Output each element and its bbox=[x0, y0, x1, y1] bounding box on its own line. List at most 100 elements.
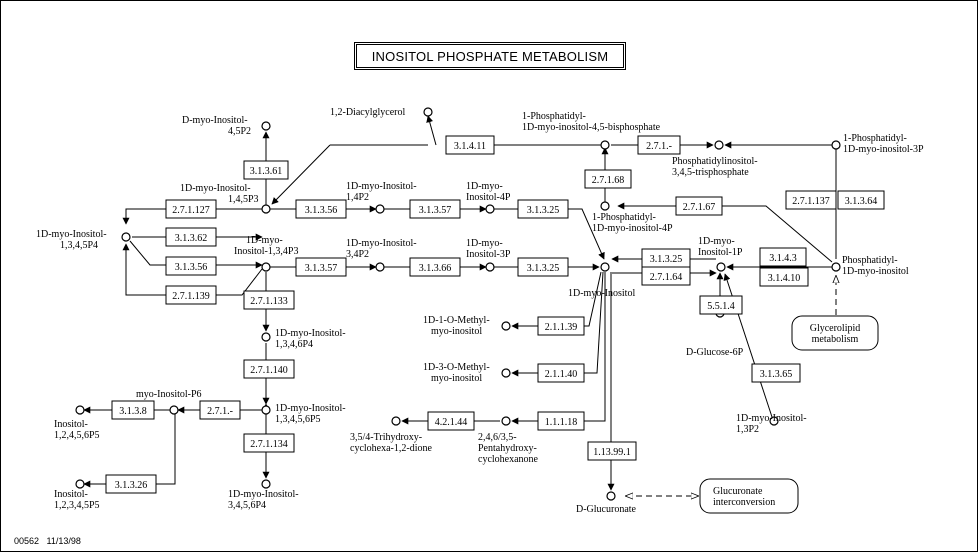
compound-circle[interactable] bbox=[600, 262, 610, 272]
compound-label-ins1p: 1D-myo-Inositol-1P bbox=[698, 236, 743, 258]
enzyme-box-3-1-3-25-a[interactable] bbox=[517, 199, 569, 219]
compound-circle[interactable] bbox=[261, 262, 271, 272]
compound-circle[interactable] bbox=[501, 368, 511, 378]
diagram-title: INOSITOL PHOSPHATE METABOLISM bbox=[354, 42, 626, 70]
compound-label-diacylglycerol: 1,2-Diacylglycerol bbox=[330, 107, 405, 118]
enzyme-box-3-1-4-3[interactable] bbox=[759, 247, 807, 267]
compound-label-pentahydroxy: 2,4,6/3,5-Pentahydroxy-cyclohexanone bbox=[478, 432, 539, 465]
compound-circle[interactable] bbox=[121, 232, 131, 242]
enzyme-label: 3.1.3.25 bbox=[527, 263, 560, 274]
compound-circle[interactable] bbox=[831, 262, 841, 272]
compound-circle[interactable] bbox=[261, 405, 271, 415]
enzyme-label: 4.2.1.44 bbox=[435, 417, 468, 428]
enzyme-label: 1.1.1.18 bbox=[545, 417, 578, 428]
enzyme-label: 3.1.3.57 bbox=[419, 205, 452, 216]
compound-label-d-ins-145p2: D-myo-Inositol-4,5P2 bbox=[182, 115, 251, 137]
enzyme-box-3-1-4-11[interactable] bbox=[445, 135, 495, 155]
compound-circle[interactable] bbox=[375, 204, 385, 214]
compound-label-pi4p: 1-Phosphatidyl-1D-myo-inositol-4P bbox=[592, 212, 673, 234]
enzyme-box-3-1-3-57-b[interactable] bbox=[295, 257, 347, 277]
enzyme-box-3-1-3-66[interactable] bbox=[409, 257, 461, 277]
compound-label-trihydroxy: 3,5/4-Trihydroxy-cyclohexa-1,2-dione bbox=[350, 432, 432, 454]
compound-label-ins145p3: 1D-myo-Inositol-1,4,5P3 bbox=[180, 183, 259, 205]
glycerolipid-map-box[interactable] bbox=[791, 315, 879, 351]
enzyme-label: 3.1.3.64 bbox=[845, 196, 878, 207]
enzyme-box-5-5-1-4[interactable] bbox=[699, 295, 743, 315]
enzyme-label: 2.7.1.64 bbox=[650, 272, 683, 283]
enzyme-label: 2.1.1.40 bbox=[545, 369, 578, 380]
compound-label-ins13p2: 1D-myo-Inositol-1,3P2 bbox=[736, 413, 807, 435]
enzyme-box-1-13-99-1[interactable] bbox=[587, 441, 637, 461]
enzyme-box-2-1-1-39[interactable] bbox=[537, 316, 585, 336]
enzyme-box-3-1-3-56-a[interactable] bbox=[295, 199, 347, 219]
enzyme-box-3-1-3-25-b[interactable] bbox=[517, 257, 569, 277]
enzyme-box-4-2-1-44[interactable] bbox=[427, 411, 475, 431]
enzyme-box-2-7-1-dash-a[interactable] bbox=[637, 135, 681, 155]
enzyme-box-1-1-1-18[interactable] bbox=[537, 411, 585, 431]
compound-label-g6p: D-Glucose-6P bbox=[686, 347, 744, 358]
enzyme-box-3-1-3-8[interactable] bbox=[111, 400, 155, 420]
enzyme-label: 2.7.1.140 bbox=[250, 365, 288, 376]
compound-circle[interactable] bbox=[391, 416, 401, 426]
enzyme-label: 3.1.3.62 bbox=[175, 233, 208, 244]
enzyme-box-2-1-1-40[interactable] bbox=[537, 363, 585, 383]
compound-circle[interactable] bbox=[485, 262, 495, 272]
compound-label-ins34p2: 1D-myo-Inositol-3,4P2 bbox=[346, 238, 417, 260]
compound-circle[interactable] bbox=[485, 204, 495, 214]
compound-circle[interactable] bbox=[501, 416, 511, 426]
compound-circle[interactable] bbox=[606, 491, 616, 501]
enzyme-box-2-7-1-134[interactable] bbox=[243, 433, 295, 453]
compound-label-pi3p: 1-Phosphatidyl-1D-myo-inositol-3P bbox=[843, 133, 924, 155]
compound-label-ins14p2: 1D-myo-Inositol-1,4P2 bbox=[346, 181, 417, 203]
compound-circle[interactable] bbox=[261, 479, 271, 489]
enzyme-box-3-1-3-56-b[interactable] bbox=[165, 256, 217, 276]
enzyme-box-2-7-1-139[interactable] bbox=[165, 285, 217, 305]
map-date: 11/13/98 bbox=[46, 536, 81, 546]
enzyme-label: 3.1.4.3 bbox=[769, 253, 797, 264]
enzyme-box-3-1-3-26[interactable] bbox=[105, 474, 157, 494]
enzyme-box-2-7-1-68[interactable] bbox=[584, 169, 632, 189]
compound-circle[interactable] bbox=[769, 416, 779, 426]
enzyme-label: 2.7.1.67 bbox=[683, 202, 716, 213]
compound-label-ins3p: 1D-myo-Inositol-3P bbox=[466, 238, 511, 260]
compound-circle[interactable] bbox=[75, 479, 85, 489]
enzyme-box-3-1-3-57-a[interactable] bbox=[409, 199, 461, 219]
enzyme-box-3-1-4-10[interactable] bbox=[759, 267, 809, 287]
compound-circle[interactable] bbox=[261, 332, 271, 342]
enzyme-box-2-7-1-64[interactable] bbox=[641, 266, 691, 286]
compound-circle[interactable] bbox=[714, 140, 724, 150]
compound-circle[interactable] bbox=[169, 405, 179, 415]
enzyme-label: 3.1.4.11 bbox=[454, 141, 486, 152]
compound-label-pip3: Phosphatidylinositol-3,4,5-trisphosphate bbox=[672, 156, 758, 178]
compound-circle[interactable] bbox=[716, 262, 726, 272]
enzyme-box-2-7-1-67[interactable] bbox=[675, 196, 723, 216]
enzyme-box-2-7-1-dash-b[interactable] bbox=[199, 400, 241, 420]
compound-circle[interactable] bbox=[501, 321, 511, 331]
compound-circle[interactable] bbox=[831, 140, 841, 150]
compound-circle[interactable] bbox=[423, 107, 433, 117]
enzyme-box-3-1-3-65[interactable] bbox=[751, 363, 801, 383]
enzyme-label: 2.7.1.133 bbox=[250, 296, 288, 307]
glucuronate-map-box[interactable] bbox=[699, 478, 799, 514]
enzyme-box-2-7-1-140[interactable] bbox=[243, 359, 295, 379]
compound-label-ins3456p4: 1D-myo-Inositol-3,4,5,6P4 bbox=[228, 489, 299, 511]
compound-circle[interactable] bbox=[75, 405, 85, 415]
enzyme-box-2-7-1-137[interactable] bbox=[785, 190, 837, 210]
enzyme-box-3-1-3-64[interactable] bbox=[837, 190, 885, 210]
compound-circle[interactable] bbox=[375, 262, 385, 272]
enzyme-label: 3.1.3.26 bbox=[115, 480, 148, 491]
compound-label-ins134p3: 1D-myo-Inositol-1,3,4P3 bbox=[234, 235, 298, 257]
enzyme-box-3-1-3-61[interactable] bbox=[243, 160, 289, 180]
enzyme-label: 2.7.1.- bbox=[207, 406, 233, 417]
compound-circle[interactable] bbox=[600, 201, 610, 211]
enzyme-box-2-7-1-127[interactable] bbox=[165, 199, 217, 219]
enzyme-label: 3.1.3.25 bbox=[650, 254, 683, 265]
enzyme-label: 1.13.99.1 bbox=[593, 447, 631, 458]
compound-circle[interactable] bbox=[261, 204, 271, 214]
compound-circle[interactable] bbox=[600, 140, 610, 150]
compound-circle[interactable] bbox=[261, 121, 271, 131]
enzyme-box-3-1-3-62[interactable] bbox=[165, 227, 217, 247]
enzyme-box-2-7-1-133[interactable] bbox=[243, 290, 295, 310]
